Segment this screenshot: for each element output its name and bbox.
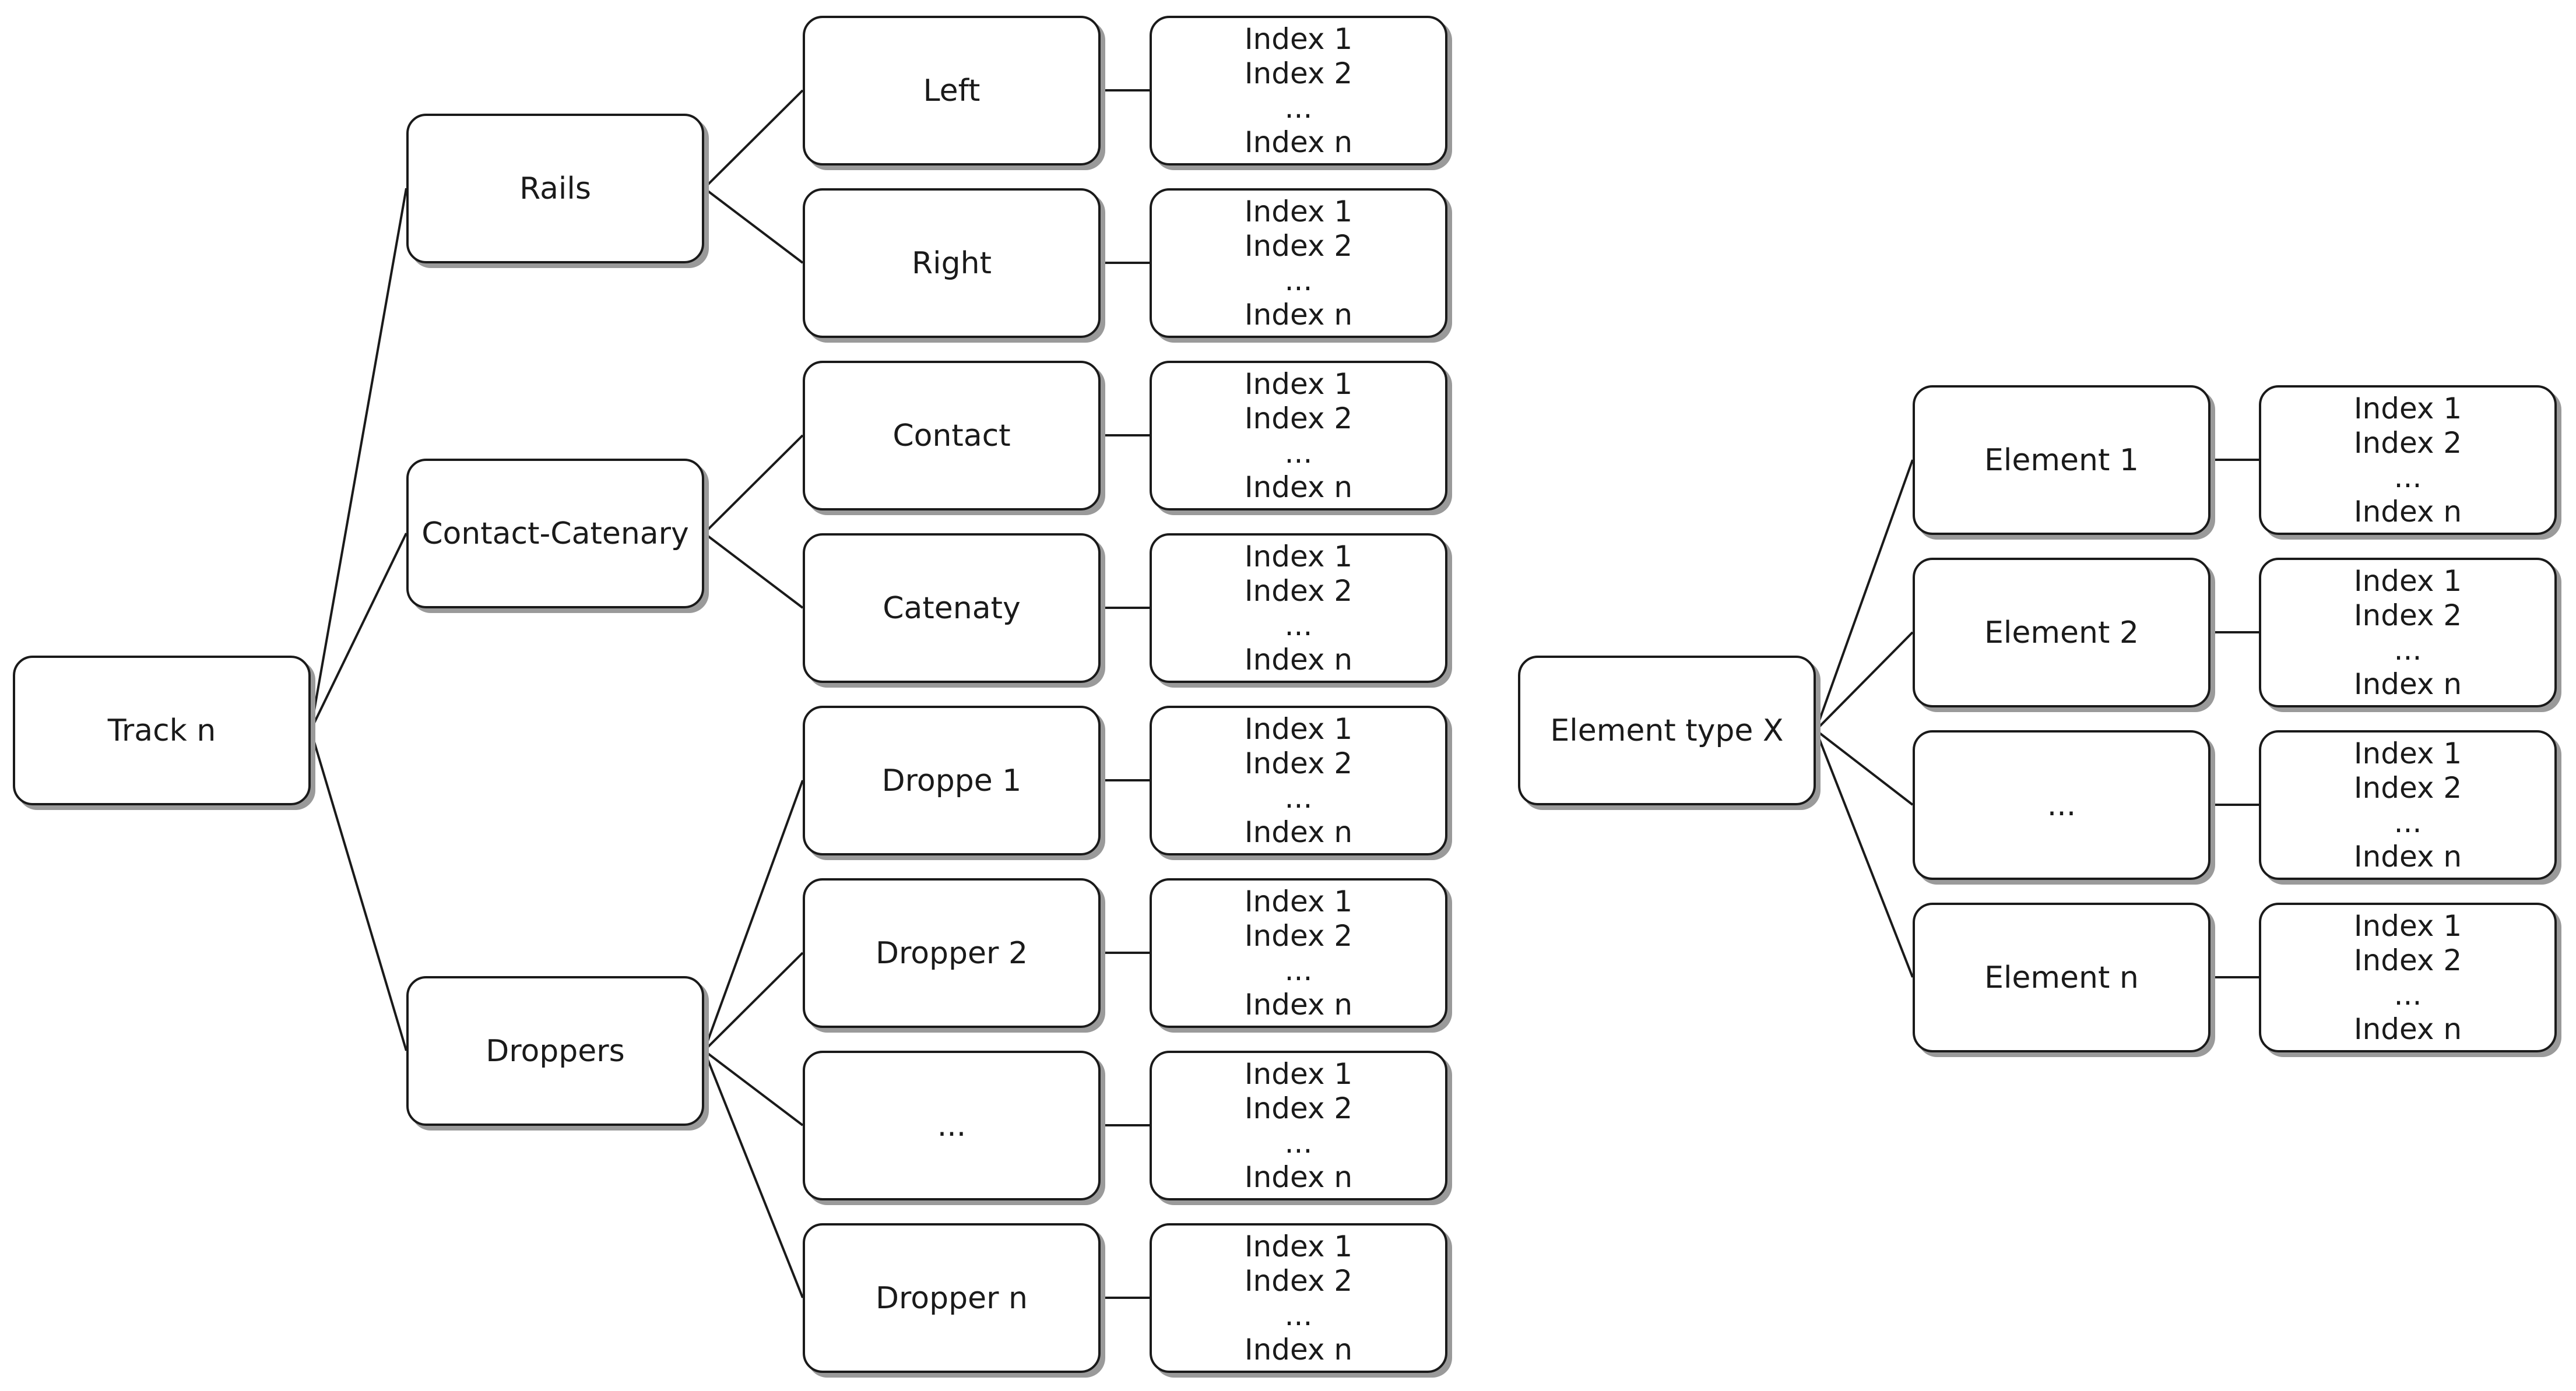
connector-line: [703, 89, 804, 189]
index-item: Index 1: [2353, 736, 2462, 770]
index-item: Index 2: [1244, 746, 1353, 780]
index-item: Index 2: [1244, 228, 1353, 263]
index-box: Index 1 Index 2 ... Index n: [1150, 16, 1447, 165]
rails-node: Rails: [406, 114, 704, 263]
index-item: Index n: [2353, 494, 2462, 529]
index-item: Index 2: [1244, 56, 1353, 90]
index-box: Index 1 Index 2 ... Index n: [1150, 878, 1447, 1028]
index-item: Index 2: [2353, 425, 2462, 460]
index-item: Index n: [1244, 297, 1353, 332]
connector-line: [703, 1050, 804, 1298]
right-rail-node: Right: [803, 188, 1101, 338]
element-1-node: Element 1: [1913, 385, 2210, 535]
index-item: Index n: [1244, 642, 1353, 677]
connector-line: [703, 434, 804, 534]
index-box: Index 1 Index 2 ... Index n: [2259, 385, 2557, 535]
index-item: Index 1: [1244, 194, 1353, 228]
index-item: Index 2: [1244, 573, 1353, 608]
index-item: Index 2: [2353, 943, 2462, 977]
index-item: Index 1: [1244, 884, 1353, 918]
connector-line: [1815, 631, 1914, 731]
connector-line: [310, 730, 407, 1051]
index-item: ...: [2394, 460, 2422, 494]
connector-line: [1815, 459, 1914, 731]
index-item: Index n: [1244, 1332, 1353, 1367]
track-root-node: Track n: [13, 656, 311, 805]
index-item: Index 1: [2353, 908, 2462, 943]
element-2-node: Element 2: [1913, 558, 2210, 707]
index-item: Index 1: [1244, 367, 1353, 401]
index-box: Index 1 Index 2 ... Index n: [1150, 1223, 1447, 1373]
dropper-n-node: Dropper n: [803, 1223, 1101, 1373]
index-item: ...: [2394, 977, 2422, 1012]
element-ellipsis-node: ...: [1913, 730, 2210, 880]
index-item: Index n: [2353, 1012, 2462, 1046]
contact-node: Contact: [803, 361, 1101, 510]
index-item: ...: [1284, 435, 1313, 470]
index-item: Index 2: [2353, 598, 2462, 632]
index-box: Index 1 Index 2 ... Index n: [2259, 558, 2557, 707]
index-item: Index 2: [2353, 770, 2462, 805]
index-item: ...: [2394, 805, 2422, 839]
index-item: Index n: [2353, 839, 2462, 874]
connector-line: [703, 952, 804, 1052]
index-item: Index n: [1244, 815, 1353, 849]
dropper-ellipsis-node: ...: [803, 1051, 1101, 1200]
dropper-2-node: Dropper 2: [803, 878, 1101, 1028]
index-item: ...: [1284, 608, 1313, 642]
element-n-node: Element n: [1913, 903, 2210, 1052]
index-item: Index 1: [1244, 712, 1353, 746]
index-box: Index 1 Index 2 ... Index n: [1150, 706, 1447, 855]
contact-catenary-node: Contact-Catenary: [406, 459, 704, 608]
index-box: Index 1 Index 2 ... Index n: [1150, 1051, 1447, 1200]
index-item: Index 2: [1244, 918, 1353, 953]
connector-line: [703, 532, 804, 609]
left-rail-node: Left: [803, 16, 1101, 165]
index-item: ...: [1284, 90, 1313, 125]
catenary-node: Catenaty: [803, 533, 1101, 683]
index-item: ...: [1284, 780, 1313, 815]
index-item: Index 1: [1244, 22, 1353, 56]
index-item: Index 1: [1244, 1229, 1353, 1263]
index-box: Index 1 Index 2 ... Index n: [2259, 730, 2557, 880]
connector-line: [310, 533, 407, 731]
index-item: Index n: [1244, 987, 1353, 1022]
index-item: ...: [1284, 263, 1313, 297]
index-item: Index n: [2353, 667, 2462, 701]
index-item: Index n: [1244, 1160, 1353, 1194]
index-item: ...: [1284, 1298, 1313, 1332]
index-box: Index 1 Index 2 ... Index n: [1150, 533, 1447, 683]
connector-line: [1815, 730, 1914, 978]
index-item: Index 2: [1244, 1263, 1353, 1298]
index-item: Index n: [1244, 125, 1353, 159]
index-box: Index 1 Index 2 ... Index n: [1150, 188, 1447, 338]
connector-line: [1815, 729, 1914, 806]
connector-line: [310, 188, 407, 731]
index-box: Index 1 Index 2 ... Index n: [1150, 361, 1447, 510]
dropper-1-node: Droppe 1: [803, 706, 1101, 855]
index-item: Index 2: [1244, 401, 1353, 435]
index-box: Index 1 Index 2 ... Index n: [2259, 903, 2557, 1052]
index-item: ...: [1284, 1125, 1313, 1160]
index-item: Index n: [1244, 470, 1353, 504]
connector-line: [703, 187, 804, 264]
index-item: Index 1: [1244, 539, 1353, 573]
index-item: Index 1: [2353, 391, 2462, 425]
droppers-node: Droppers: [406, 976, 704, 1126]
index-item: Index 2: [1244, 1091, 1353, 1125]
index-item: Index 1: [2353, 564, 2462, 598]
element-type-root-node: Element type X: [1518, 656, 1816, 805]
connector-line: [703, 1050, 804, 1126]
connector-line: [703, 780, 804, 1051]
index-item: ...: [2394, 632, 2422, 667]
index-item: ...: [1284, 953, 1313, 987]
index-item: Index 1: [1244, 1057, 1353, 1091]
